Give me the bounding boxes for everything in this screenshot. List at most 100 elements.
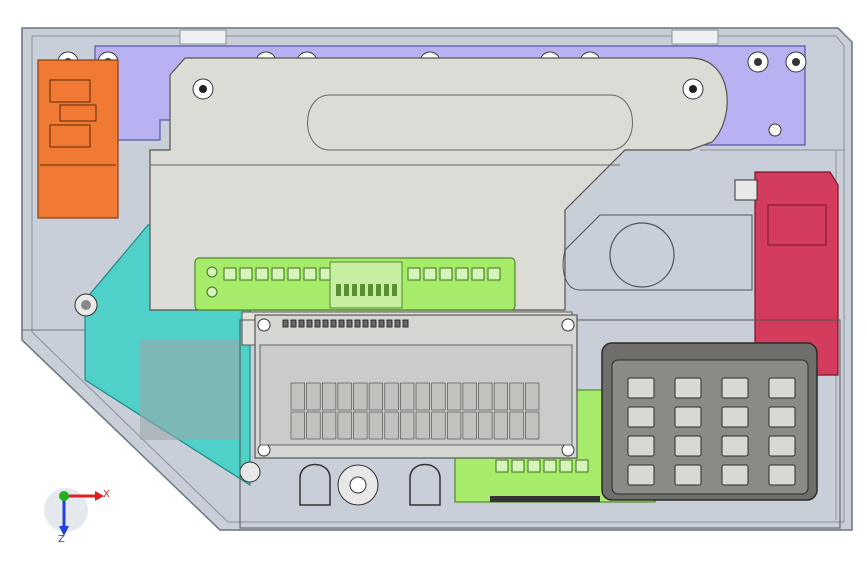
lcd-char-cell: [384, 382, 399, 411]
keypad-key: [627, 464, 655, 486]
lcd-char-cell: [478, 411, 493, 440]
dip-lever: [392, 284, 397, 296]
fuse-holder: [37, 59, 119, 219]
keypad-key: [674, 464, 702, 486]
terminal-screw: [487, 267, 501, 281]
fuse-holder-body: [37, 59, 119, 219]
y-axis-dot: [59, 491, 69, 501]
dip-lever: [384, 284, 389, 296]
lcd-char-cell: [368, 411, 384, 440]
terminal-screw: [407, 267, 421, 281]
rail-hole-small: [768, 123, 782, 137]
lcd-char-cell: [306, 411, 321, 440]
mount-plate-shape: [149, 57, 728, 311]
knob-center: [349, 476, 367, 494]
terminal-screw: [255, 267, 269, 281]
lcd-char-cell: [462, 382, 477, 411]
keypad-key: [674, 377, 702, 399]
terminal-screw: [303, 267, 317, 281]
lcd-screw-tr: [561, 318, 575, 332]
top-tab-left: [179, 29, 227, 45]
terminal-screw: [271, 267, 285, 281]
connector-nut: [734, 179, 758, 201]
lcd-char-cell: [400, 411, 415, 440]
lcd-char-cell: [368, 382, 384, 411]
dip-lever: [360, 284, 365, 296]
lcd-pin: [346, 319, 353, 328]
mount-plate-hole-left-inner: [199, 85, 207, 93]
lcd-pin: [330, 319, 337, 328]
x-axis-label: X: [103, 489, 110, 500]
lcd-char-cell: [431, 382, 446, 411]
keypad-keys: [627, 377, 796, 486]
lower-terminal-screw: [575, 459, 589, 473]
enclosure-inner-edge: [31, 35, 845, 523]
rail-hole-center: [792, 58, 800, 66]
fan-grille: [140, 340, 240, 440]
dip-lever: [376, 284, 381, 296]
lcd-header-pins: [282, 319, 409, 328]
top-tab-right: [671, 29, 719, 45]
z-axis-label: Z: [58, 534, 65, 545]
pcb-mount-hole: [206, 286, 218, 298]
lower-terminal-screw: [527, 459, 541, 473]
lcd-char-cell: [509, 382, 524, 411]
z-axis-arrowhead: [59, 526, 69, 536]
lcd-char-cell: [525, 411, 540, 440]
lcd-char-cell: [431, 411, 446, 440]
lcd-module: [254, 314, 578, 459]
terminal-screw: [287, 267, 301, 281]
lower-terminal-screw: [543, 459, 557, 473]
lcd-pin: [338, 319, 345, 328]
lcd-screw-bl: [257, 443, 271, 457]
dip-switch: [329, 261, 403, 309]
terminal-screw: [423, 267, 437, 281]
mount-plate-slot: [307, 94, 633, 151]
lcd-char-cell: [321, 411, 337, 440]
cable-clip: [299, 463, 331, 506]
lcd-character-grid: [290, 382, 540, 440]
keypad-key: [721, 377, 749, 399]
lcd-char-cell: [353, 382, 368, 411]
lcd-pin: [306, 319, 313, 328]
lcd-char-cell: [509, 411, 524, 440]
fuse-slot-low: [49, 124, 91, 148]
fuse-slot-top: [49, 79, 91, 103]
lcd-char-cell: [321, 382, 337, 411]
keypad-key: [721, 464, 749, 486]
keypad-key: [627, 377, 655, 399]
terminal-screw: [223, 267, 237, 281]
keypad-key: [768, 406, 796, 428]
round-cutout: [609, 222, 675, 288]
lcd-char-cell: [353, 411, 368, 440]
lcd-char-cell: [478, 382, 493, 411]
keypad-face: [611, 359, 809, 495]
lower-terminal-block: [490, 459, 600, 502]
keypad-key: [721, 435, 749, 457]
lcd-pin: [362, 319, 369, 328]
lcd-char-cell: [290, 411, 305, 440]
axis-origin-shadow: [44, 488, 88, 532]
bracket-bottom: [239, 319, 841, 529]
lcd-pin: [282, 319, 289, 328]
lcd-pin: [402, 319, 409, 328]
lcd-pin: [290, 319, 297, 328]
lcd-pin: [322, 319, 329, 328]
keypad-key: [768, 464, 796, 486]
lcd-char-cell: [306, 382, 321, 411]
keypad-key: [768, 435, 796, 457]
keypad: [601, 342, 818, 501]
dip-lever: [336, 284, 341, 296]
lcd-screw-br: [561, 443, 575, 457]
lcd-char-cell: [415, 382, 430, 411]
cable-clip-2: [409, 463, 441, 506]
lcd-char-cell: [525, 382, 540, 411]
terminal-block-right: [407, 267, 501, 281]
rail-hole-center: [754, 58, 762, 66]
lower-terminal-screw: [495, 459, 509, 473]
lcd-char-cell: [446, 411, 462, 440]
x-axis-arrowhead: [95, 491, 104, 501]
connector-socket: [767, 204, 827, 246]
